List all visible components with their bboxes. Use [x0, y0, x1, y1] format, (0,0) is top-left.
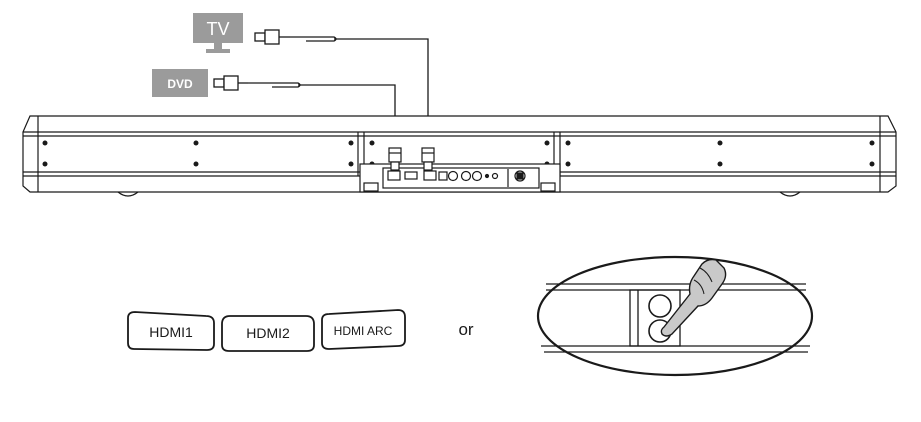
- panel-button-upper[interactable]: [648, 294, 672, 318]
- tv-label: TV: [206, 19, 229, 39]
- zoom-callout: [536, 255, 814, 377]
- grille-screws: [42, 140, 875, 167]
- hdmi2-button[interactable]: HDMI2: [221, 315, 315, 352]
- hdmi-plug-icon: [254, 29, 290, 45]
- hdmi1-label: HDMI1: [149, 324, 193, 340]
- dvd-label: DVD: [167, 77, 193, 91]
- input-panel: [359, 163, 561, 193]
- hdmi2-label: HDMI2: [246, 325, 290, 341]
- tv-hdmi-cable: [254, 29, 429, 148]
- hdmi-plug-icon: [213, 75, 248, 91]
- hdmi-arc-label: HDMI ARC: [334, 324, 393, 338]
- hdmi-port: [423, 170, 437, 181]
- dvd-icon: DVD: [152, 69, 208, 97]
- hdmi-port: [404, 171, 418, 180]
- or-connector-text: or: [458, 320, 473, 339]
- tv-icon: TV: [193, 13, 243, 53]
- hdmi-arc-button[interactable]: HDMI ARC: [321, 309, 406, 350]
- hdmi1-button[interactable]: HDMI1: [127, 311, 215, 351]
- pointing-hand-icon: [660, 258, 727, 337]
- inserted-plugs: [388, 147, 435, 171]
- hdmi-port: [387, 170, 401, 181]
